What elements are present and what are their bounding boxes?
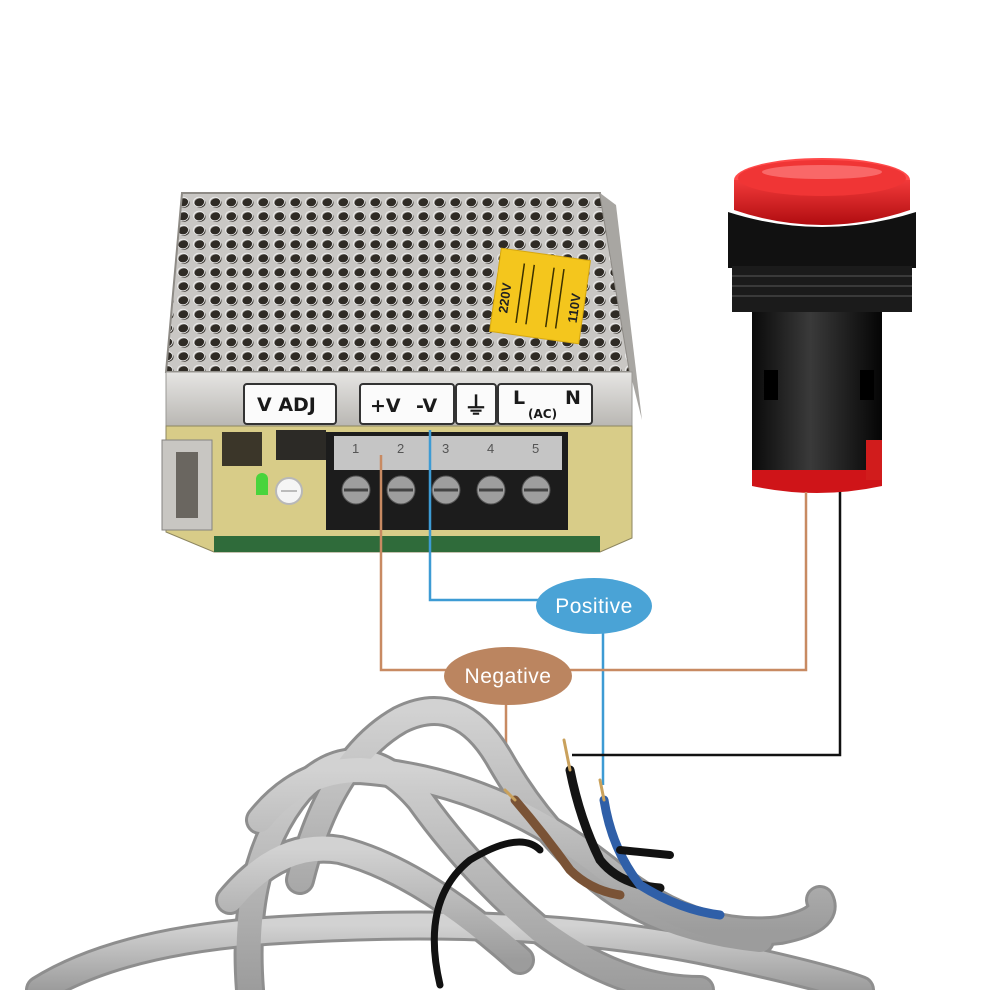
negative-badge: Negative	[444, 647, 572, 705]
wiring-lines	[379, 430, 842, 790]
negative-wire-line	[379, 455, 446, 672]
terminal-block: 1 2 3 4 5	[326, 432, 568, 530]
negative-label: Negative	[465, 665, 552, 688]
terminal-number-1: 1	[352, 441, 359, 456]
label-plus-v: +V	[370, 395, 401, 417]
warning-label-110v: 110V	[565, 292, 584, 324]
terminal-label-strip: V ADJ +V -V ⏚ L (AC) N	[243, 383, 593, 425]
terminal-number-2: 2	[397, 441, 404, 456]
blue-lead-wire	[599, 795, 725, 920]
ground-symbol-icon: ⏚	[464, 392, 488, 420]
warning-label-220v: 220V	[495, 282, 514, 314]
cable-tie	[430, 838, 544, 989]
label-ac: (AC)	[528, 407, 557, 421]
cover-side	[600, 193, 642, 420]
label-v-adj: V ADJ	[257, 394, 316, 416]
sensor-lead-wires	[503, 738, 725, 920]
black-wire-line	[572, 492, 842, 757]
label-n: N	[565, 387, 581, 409]
positive-label: Positive	[555, 595, 633, 618]
label-l: L	[513, 387, 525, 409]
power-supply: 110V 220V V ADJ +V -V ⏚ L (AC) N	[161, 192, 642, 553]
voltage-warning-sticker: 110V 220V	[489, 247, 591, 345]
terminal-screws	[341, 475, 551, 505]
terminal-number-3: 3	[442, 441, 449, 456]
terminal-number-4: 4	[487, 441, 494, 456]
brown-lead-wire	[510, 795, 625, 900]
negative-wire-line-2	[568, 492, 808, 672]
positive-badge: Positive	[536, 578, 652, 634]
positive-wire-line	[428, 430, 540, 602]
terminal-number-5: 5	[532, 441, 539, 456]
label-minus-v: -V	[416, 395, 438, 417]
sensor-cable-coil	[25, 696, 875, 990]
indicator-lamp	[728, 158, 916, 493]
